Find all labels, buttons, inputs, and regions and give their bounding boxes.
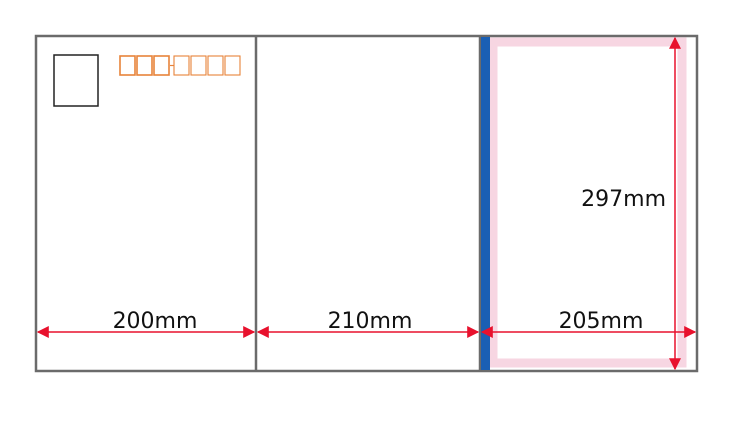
panel-1-width-label: 200mm bbox=[113, 309, 198, 334]
postal-code-boxes bbox=[119, 55, 241, 76]
bleed-frame bbox=[488, 37, 687, 368]
postal-code-box bbox=[153, 55, 170, 76]
postal-code-box bbox=[119, 55, 136, 76]
postal-code-box bbox=[207, 55, 224, 76]
panel-2-width-label: 210mm bbox=[328, 309, 413, 334]
postal-code-box bbox=[173, 55, 190, 76]
outer-outline bbox=[34, 34, 699, 373]
postal-code-box bbox=[224, 55, 241, 76]
postal-code-box bbox=[190, 55, 207, 76]
postal-code-box bbox=[136, 55, 153, 76]
spine-band bbox=[481, 37, 490, 370]
panel-3-width-label: 205mm bbox=[559, 309, 644, 334]
stamp-box bbox=[53, 54, 99, 107]
panel-3-height-label: 297mm bbox=[581, 187, 666, 212]
